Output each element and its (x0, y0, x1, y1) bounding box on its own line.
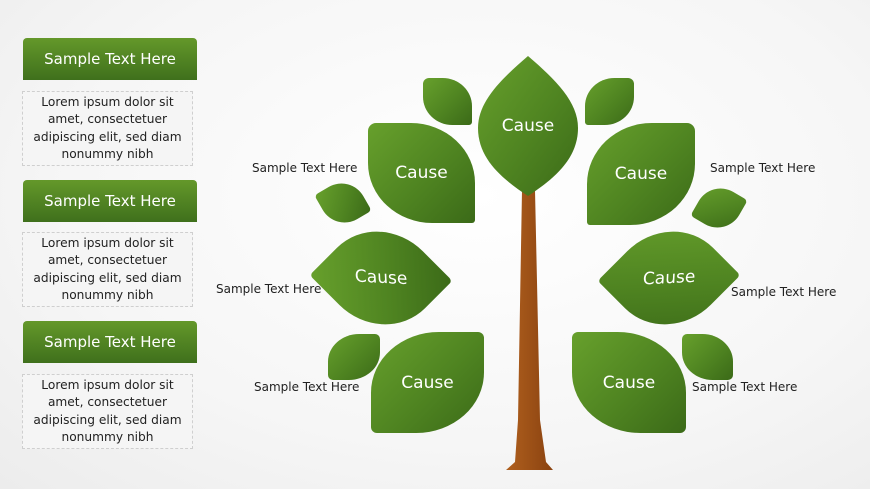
panel-2-body: Lorem ipsum dolor sit amet, consectetuer… (22, 232, 193, 307)
panel-1-body: Lorem ipsum dolor sit amet, consectetuer… (22, 91, 193, 166)
label-left-middle: Sample Text Here (216, 282, 322, 296)
small-leaf (423, 78, 472, 125)
label-left-bottom: Sample Text Here (254, 380, 360, 394)
label-right-top: Sample Text Here (710, 161, 816, 175)
cause-label: Cause (354, 266, 408, 290)
label-right-bottom: Sample Text Here (692, 380, 798, 394)
small-leaf (682, 334, 733, 380)
panel-2-header: Sample Text Here (23, 180, 197, 222)
panel-3-header: Sample Text Here (23, 321, 197, 363)
panel-3-body: Lorem ipsum dolor sit amet, consectetuer… (22, 374, 193, 449)
cause-center: Cause (501, 116, 555, 136)
cause-label: Cause (642, 266, 696, 290)
label-right-middle: Sample Text Here (731, 285, 837, 299)
label-left-top: Sample Text Here (252, 161, 358, 175)
center-leaf (478, 56, 578, 196)
panel-1-header: Sample Text Here (23, 38, 197, 80)
